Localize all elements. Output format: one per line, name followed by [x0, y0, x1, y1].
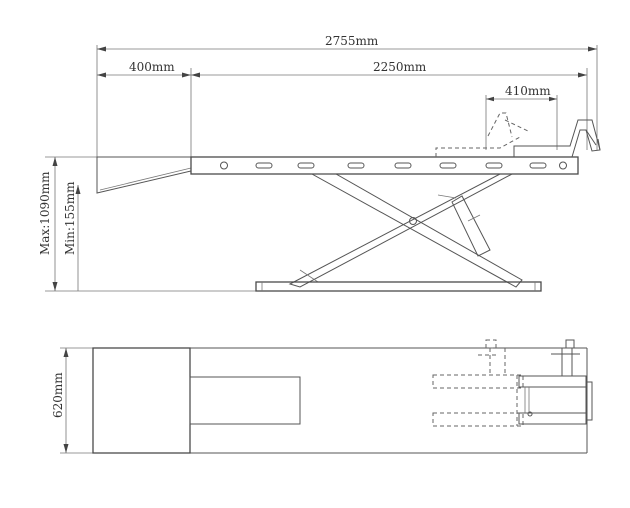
- clamp-pin: [527, 411, 533, 417]
- clamp-distance-dimension: 410mm: [485, 84, 558, 150]
- side-view: 2755mm 400mm 2250mm 410mm: [38, 34, 601, 292]
- clamp-end-plate: [585, 381, 593, 421]
- platform-top: [92, 347, 588, 454]
- ramp-length-label: 400mm: [129, 60, 175, 74]
- clamp-distance-label: 410mm: [505, 84, 551, 98]
- platform-slot: [485, 162, 503, 169]
- platform: [190, 156, 579, 175]
- ramp-platform-dimension: 400mm 2250mm: [97, 60, 588, 160]
- base-frame: [255, 281, 542, 292]
- height-dimension: Max:1090mm Min:155mm: [38, 156, 258, 292]
- clamp-top: [518, 339, 593, 425]
- wheel-clamp: [435, 112, 601, 158]
- scissor-mechanism: [288, 173, 523, 288]
- platform-slot: [439, 162, 457, 169]
- platform-hole: [559, 161, 567, 170]
- platform-slot: [347, 162, 365, 169]
- platform-hole: [220, 161, 228, 170]
- width-dimension: 620mm: [51, 347, 93, 454]
- platform-slot: [255, 162, 273, 169]
- platform-length-label: 2250mm: [373, 60, 427, 74]
- platform-slot: [529, 162, 547, 169]
- clamp-top-dashed: [432, 339, 524, 427]
- front-extension: [189, 376, 301, 425]
- ramp: [96, 156, 192, 194]
- platform-slot: [297, 162, 315, 169]
- top-view: 620mm: [51, 339, 593, 454]
- overall-length-label: 2755mm: [325, 34, 379, 48]
- overall-length-dimension: 2755mm: [96, 34, 598, 160]
- width-label: 620mm: [51, 372, 65, 418]
- platform-slot: [394, 162, 412, 169]
- ramp-top: [92, 347, 191, 454]
- min-height-label: Min:155mm: [63, 181, 77, 255]
- max-height-label: Max:1090mm: [38, 171, 52, 255]
- scissor-pivot: [409, 217, 417, 225]
